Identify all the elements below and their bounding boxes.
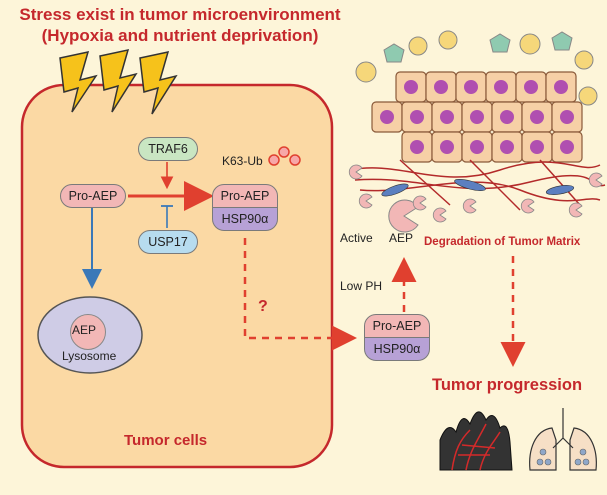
usp17-node: USP17	[138, 230, 198, 254]
degradation-label: Degradation of Tumor Matrix	[424, 236, 581, 248]
k63-ub-label: K63-Ub	[222, 154, 263, 168]
aep-lysosome-label: AEP	[72, 323, 97, 337]
lysosome-label: Lysosome	[62, 349, 117, 363]
traf6-node: TRAF6	[138, 137, 198, 161]
question-mark: ?	[258, 298, 268, 315]
ub-chain-icon	[268, 146, 301, 166]
stress-lightning-icon	[59, 49, 178, 115]
low-ph-label: Low PH	[340, 279, 383, 293]
active-label: Active	[340, 231, 373, 245]
tumor-tissue-illustration	[439, 411, 513, 471]
hsp90-extracellular-node: HSP90α	[364, 337, 430, 361]
pro-aep-extracellular-node: Pro-AEP	[364, 314, 430, 338]
tumor-progression-label: Tumor progression	[432, 376, 583, 394]
aep-pacman-icon	[70, 314, 106, 350]
lungs-illustration	[529, 408, 597, 471]
title-line-1: Stress exist in tumor microenvironment	[19, 5, 341, 24]
active-aep-label: AEP	[389, 231, 414, 245]
tumor-cells-label: Tumor cells	[124, 432, 208, 449]
pro-aep-complex-node: Pro-AEP	[212, 184, 278, 208]
hsp90-complex-node: HSP90α	[212, 207, 278, 231]
active-aep-pacman-icon	[388, 199, 419, 233]
pro-aep-node: Pro-AEP	[60, 184, 126, 208]
title-line-2: (Hypoxia and nutrient deprivation)	[41, 26, 319, 45]
tumor-matrix-illustration	[348, 30, 606, 223]
